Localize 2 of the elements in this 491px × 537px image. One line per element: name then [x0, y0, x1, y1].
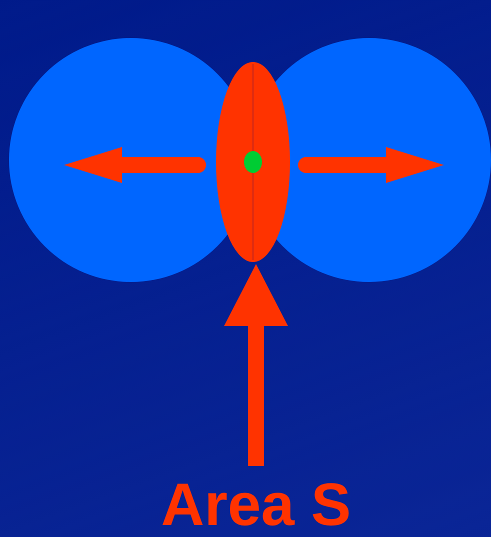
area-label: Area S	[120, 474, 392, 536]
leader-arrow	[224, 264, 288, 466]
